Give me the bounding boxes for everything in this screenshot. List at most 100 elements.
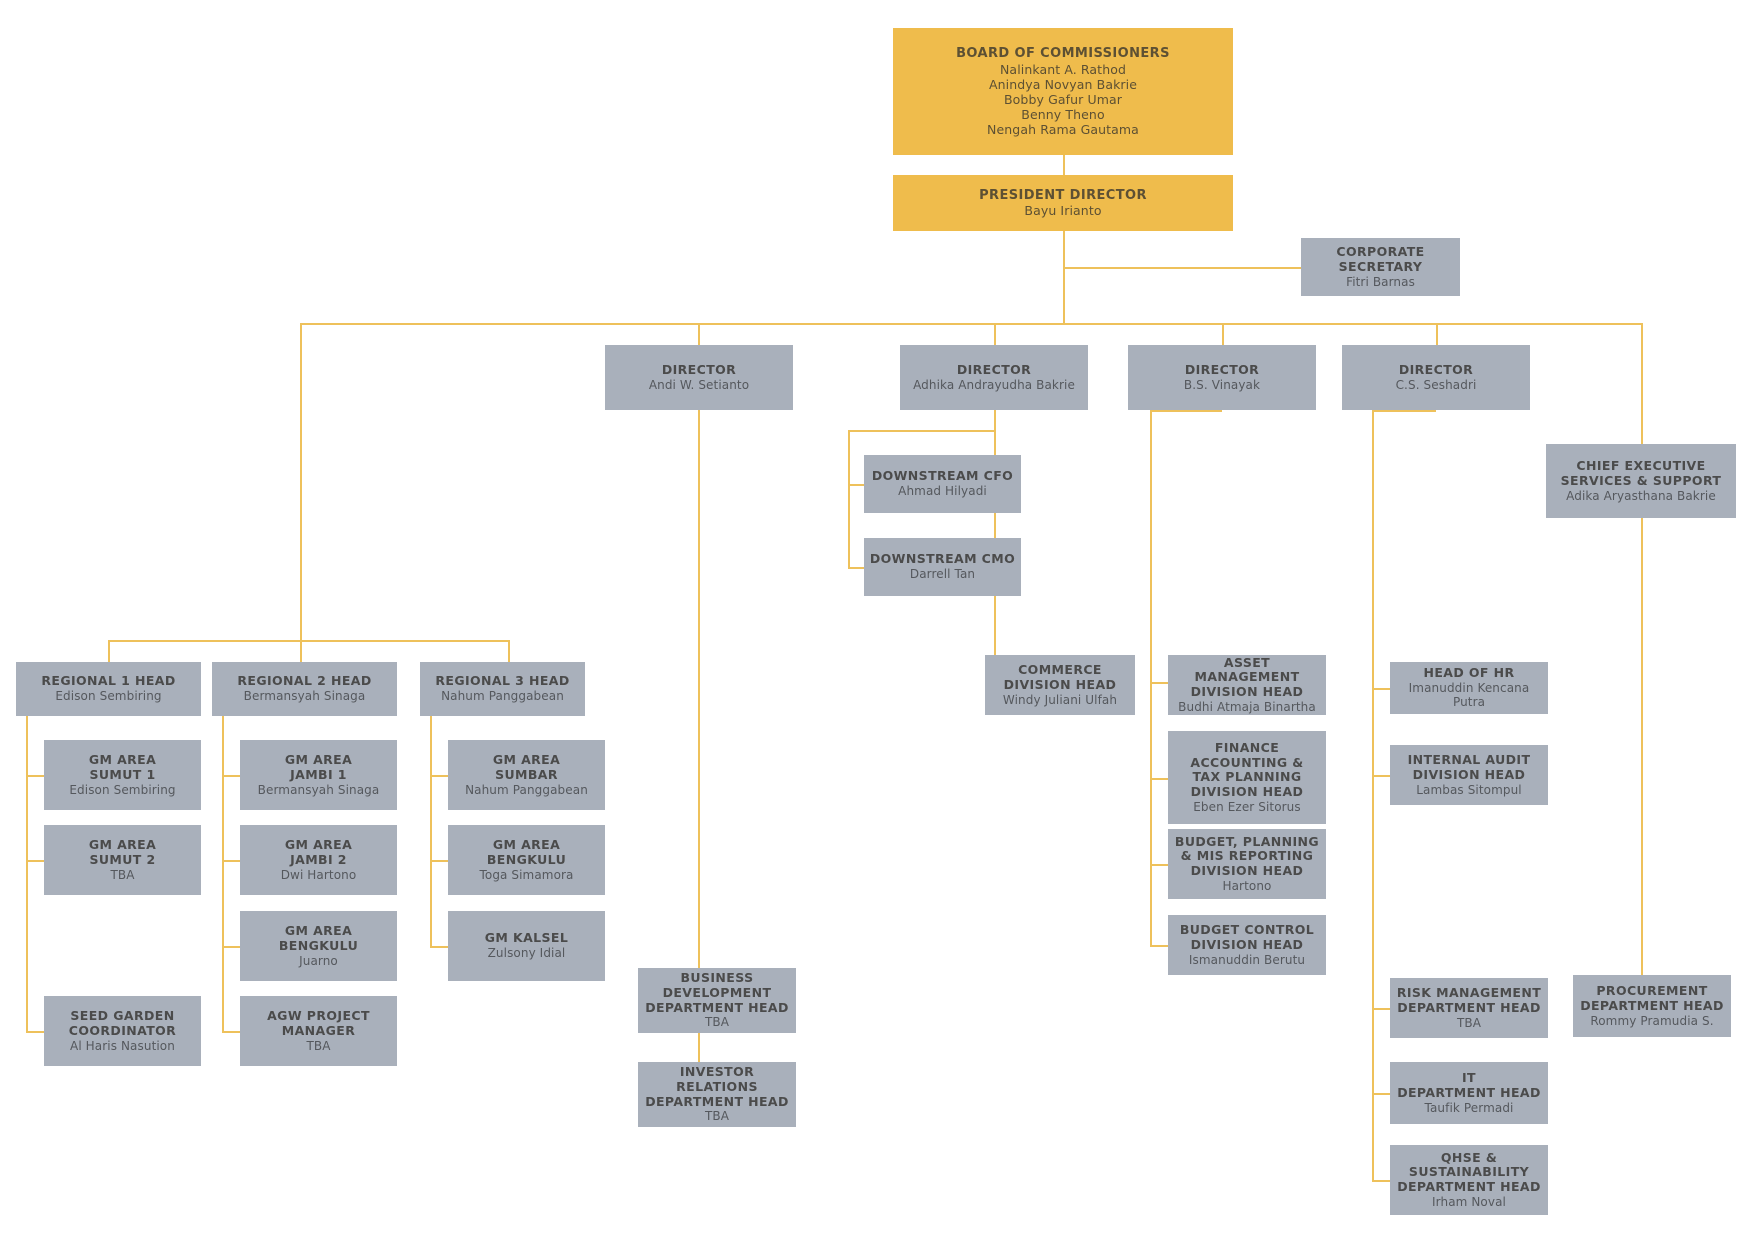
node-title: CORPORATE SECRETARY [1336, 244, 1425, 274]
node-regional-1-head[interactable]: REGIONAL 1 HEAD Edison Sembiring [16, 662, 201, 716]
node-title: GM AREA BENGKULU [278, 923, 359, 953]
node-title: GM AREA SUMUT 1 [88, 752, 157, 782]
node-person: TBA [1456, 1015, 1482, 1030]
node-person: Edison Sembiring [55, 689, 162, 704]
connector-to-gm-sumut-1 [26, 775, 44, 777]
node-investor-relations-department-head[interactable]: INVESTOR RELATIONS DEPARTMENT HEAD TBA [638, 1062, 796, 1127]
connector-to-gm-jambi-1 [222, 775, 240, 777]
node-gm-area-jambi-1[interactable]: GM AREA JAMBI 1 Bermansyah Sinaga [240, 740, 397, 810]
node-person: Adhika Andrayudha Bakrie [913, 377, 1075, 392]
node-person: Irham Noval [1432, 1194, 1506, 1209]
node-head-of-hr[interactable]: HEAD OF HR Imanuddin Kencana Putra [1390, 662, 1548, 714]
connector-drop-director-1 [698, 323, 700, 345]
connector-director1-spine [698, 410, 700, 1085]
node-title: DIRECTOR [1184, 361, 1260, 377]
node-title: BUDGET, PLANNING & MIS REPORTING DIVISIO… [1174, 833, 1320, 879]
connector-to-seed-garden [26, 1031, 44, 1033]
node-agw-project-manager[interactable]: AGW PROJECT MANAGER TBA [240, 996, 397, 1066]
node-asset-management-division-head[interactable]: ASSET MANAGEMENT DIVISION HEAD Budhi Atm… [1168, 655, 1326, 715]
node-title: INTERNAL AUDIT DIVISION HEAD [1407, 752, 1531, 782]
node-title: BOARD OF COMMISSIONERS [956, 46, 1170, 62]
connector-drop-regional-1 [108, 640, 110, 662]
node-title: PROCUREMENT DEPARTMENT HEAD [1580, 983, 1724, 1013]
connector-drop-regional-2 [300, 640, 302, 662]
connector-to-internal-audit [1372, 775, 1390, 777]
node-director-adhika-bakrie[interactable]: DIRECTOR Adhika Andrayudha Bakrie [900, 345, 1088, 410]
connector-to-gm-sumut-2 [26, 860, 44, 862]
node-business-development-department-head[interactable]: BUSINESS DEVELOPMENT DEPARTMENT HEAD TBA [638, 968, 796, 1033]
node-it-department-head[interactable]: IT DEPARTMENT HEAD Taufik Permadi [1390, 1062, 1548, 1124]
node-seed-garden-coordinator[interactable]: SEED GARDEN COORDINATOR Al Haris Nasutio… [44, 996, 201, 1066]
node-director-cs-seshadri[interactable]: DIRECTOR C.S. Seshadri [1342, 345, 1530, 410]
node-gm-area-jambi-2[interactable]: GM AREA JAMBI 2 Dwi Hartono [240, 825, 397, 895]
connector-to-head-hr [1372, 688, 1390, 690]
connector-to-asset-mgmt [1150, 682, 1168, 684]
node-person: Rommy Pramudia S. [1590, 1013, 1714, 1028]
connector-chiefexec-spine [1641, 518, 1643, 1003]
node-person: Andi W. Setianto [648, 377, 750, 392]
node-director-bs-vinayak[interactable]: DIRECTOR B.S. Vinayak [1128, 345, 1316, 410]
node-title: ASSET MANAGEMENT DIVISION HEAD [1190, 654, 1304, 700]
node-title: DIRECTOR [956, 361, 1032, 377]
node-title: GM AREA JAMBI 2 [284, 837, 353, 867]
node-gm-area-sumbar[interactable]: GM AREA SUMBAR Nahum Panggabean [448, 740, 605, 810]
node-person: Toga Simamora [479, 867, 574, 882]
node-budget-planning-mis-reporting-division-head[interactable]: BUDGET, PLANNING & MIS REPORTING DIVISIO… [1168, 829, 1326, 899]
node-gm-area-sumut-2[interactable]: GM AREA SUMUT 2 TBA [44, 825, 201, 895]
node-procurement-department-head[interactable]: PROCUREMENT DEPARTMENT HEAD Rommy Pramud… [1573, 975, 1731, 1037]
connector-drop-regional-3 [508, 640, 510, 662]
node-title: FINANCE ACCOUNTING & TAX PLANNING DIVISI… [1190, 739, 1304, 800]
node-finance-accounting-tax-planning-division-head[interactable]: FINANCE ACCOUNTING & TAX PLANNING DIVISI… [1168, 731, 1326, 824]
node-board-of-commissioners[interactable]: BOARD OF COMMISSIONERS Nalinkant A. Rath… [893, 28, 1233, 155]
node-title: IT DEPARTMENT HEAD [1397, 1070, 1541, 1100]
connector-to-agw-project [222, 1031, 240, 1033]
node-chief-executive-services-support[interactable]: CHIEF EXECUTIVE SERVICES & SUPPORT Adika… [1546, 444, 1736, 518]
node-risk-management-department-head[interactable]: RISK MANAGEMENT DEPARTMENT HEAD TBA [1390, 978, 1548, 1038]
node-downstream-cmo[interactable]: DOWNSTREAM CMO Darrell Tan [864, 538, 1021, 596]
node-gm-area-bengkulu-regional3[interactable]: GM AREA BENGKULU Toga Simamora [448, 825, 605, 895]
node-title: GM AREA SUMBAR [492, 752, 561, 782]
node-qhse-sustainability-department-head[interactable]: QHSE & SUSTAINABILITY DEPARTMENT HEAD Ir… [1390, 1145, 1548, 1215]
connector-to-gm-jambi-2 [222, 860, 240, 862]
node-title: INVESTOR RELATIONS DEPARTMENT HEAD [645, 1064, 789, 1109]
node-commerce-division-head[interactable]: COMMERCE DIVISION HEAD Windy Juliani Ulf… [985, 655, 1135, 715]
node-regional-3-head[interactable]: REGIONAL 3 HEAD Nahum Panggabean [420, 662, 585, 716]
node-title: REGIONAL 2 HEAD [237, 673, 372, 689]
node-gm-kalsel[interactable]: GM KALSEL Zulsony Idial [448, 911, 605, 981]
node-title: COMMERCE DIVISION HEAD [1003, 662, 1117, 692]
connector-drop-director-4 [1436, 323, 1438, 345]
node-president-director[interactable]: PRESIDENT DIRECTOR Bayu Irianto [893, 175, 1233, 231]
node-internal-audit-division-head[interactable]: INTERNAL AUDIT DIVISION HEAD Lambas Sito… [1390, 745, 1548, 805]
node-person: TBA [306, 1038, 331, 1053]
node-budget-control-division-head[interactable]: BUDGET CONTROL DIVISION HEAD Ismanuddin … [1168, 915, 1326, 975]
node-regional-2-head[interactable]: REGIONAL 2 HEAD Bermansyah Sinaga [212, 662, 397, 716]
connector-to-budget-planning [1150, 864, 1168, 866]
node-corporate-secretary[interactable]: CORPORATE SECRETARY Fitri Barnas [1301, 238, 1460, 296]
node-person: Al Haris Nasution [70, 1038, 175, 1053]
node-title: BUSINESS DEVELOPMENT DEPARTMENT HEAD [645, 970, 789, 1015]
node-title: GM AREA JAMBI 1 [284, 752, 353, 782]
node-downstream-cfo[interactable]: DOWNSTREAM CFO Ahmad Hilyadi [864, 455, 1021, 513]
connector-drop-director-3 [1222, 323, 1224, 345]
node-title: GM KALSEL [484, 930, 569, 946]
node-title: PRESIDENT DIRECTOR [979, 187, 1147, 203]
connector-drop-chief-exec [1641, 323, 1643, 444]
connector-drop-regional-trunk [300, 323, 302, 640]
connector-director3-top [1150, 410, 1222, 412]
node-person: Dwi Hartono [280, 867, 357, 882]
node-person: Ahmad Hilyadi [898, 484, 987, 499]
node-person: Bermansyah Sinaga [257, 782, 380, 797]
node-person: Ismanuddin Berutu [1188, 952, 1306, 967]
connector-director3-spine [1150, 410, 1152, 945]
node-director-andi-setianto[interactable]: DIRECTOR Andi W. Setianto [605, 345, 793, 410]
node-person: Edison Sembiring [69, 782, 176, 797]
node-title: CHIEF EXECUTIVE SERVICES & SUPPORT [1560, 458, 1722, 488]
node-title: QHSE & SUSTAINABILITY DEPARTMENT HEAD [1397, 1149, 1541, 1195]
node-person: Windy Juliani Ulfah [1002, 692, 1118, 707]
node-person: Juarno [299, 953, 338, 968]
connector-director4-spine [1372, 410, 1374, 1180]
node-person: Darrell Tan [909, 567, 976, 582]
node-person: Nahum Panggabean [465, 782, 588, 797]
node-gm-area-bengkulu-regional2[interactable]: GM AREA BENGKULU Juarno [240, 911, 397, 981]
node-gm-area-sumut-1[interactable]: GM AREA SUMUT 1 Edison Sembiring [44, 740, 201, 810]
